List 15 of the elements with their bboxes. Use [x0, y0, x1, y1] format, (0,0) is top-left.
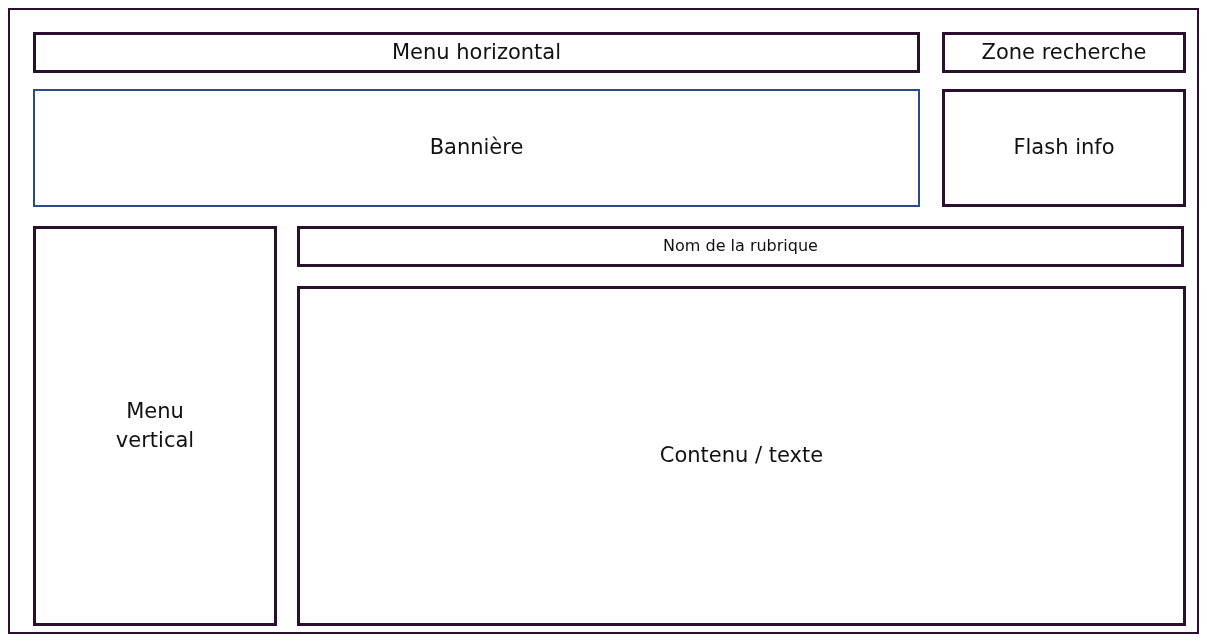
banner-region	[33, 89, 920, 207]
menu-bar-region	[33, 32, 920, 73]
search-region	[942, 32, 1186, 73]
section-title-region	[297, 226, 1184, 267]
region-label: Nom de la rubrique	[663, 235, 818, 258]
region-label: Bannière	[429, 134, 524, 162]
region-label: Zone recherche	[981, 38, 1147, 66]
news-region	[942, 89, 1186, 207]
region-label: Flash info	[1013, 134, 1115, 162]
region-label: Menu horizontal	[391, 38, 562, 66]
region-label: Contenu / texte	[659, 442, 824, 470]
content-region	[297, 286, 1186, 626]
page-frame	[8, 8, 1199, 634]
sidebar-region	[33, 226, 277, 626]
region-label: Menu vertical	[114, 397, 196, 454]
